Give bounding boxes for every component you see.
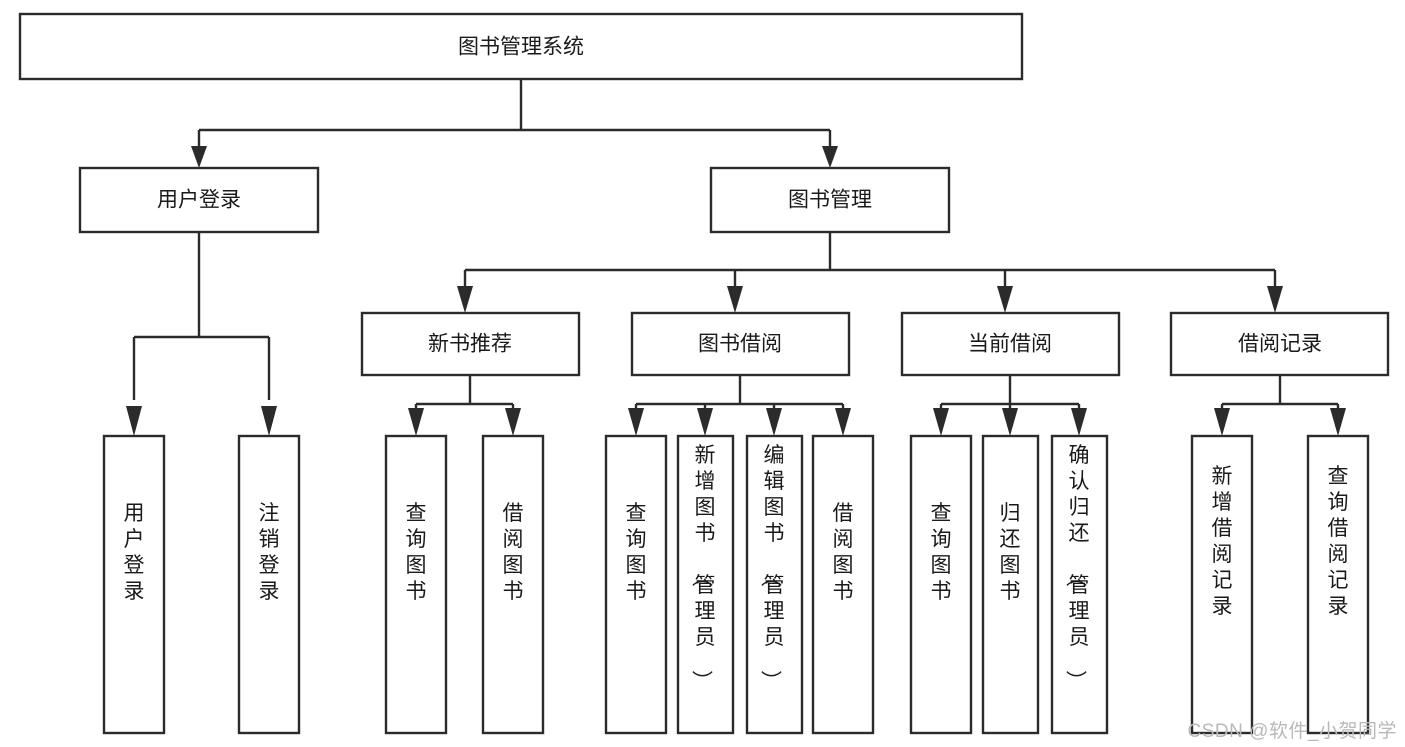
- arrowhead-user-login: [191, 146, 207, 168]
- leaf-current-confirm-return-admin[interactable]: 确认归还（管理员）: [1050, 434, 1109, 735]
- arrowhead-record-leaf-2: [1330, 408, 1346, 436]
- csdn-watermark: CSDN @软件_小贺同学: [1187, 721, 1397, 742]
- node-root-box[interactable]: [18, 12, 1024, 81]
- node-book-borrow-box[interactable]: [630, 311, 851, 377]
- arrowhead-current-leaf-1: [933, 408, 949, 436]
- arrowhead-current-leaf-2: [1002, 408, 1018, 436]
- leaf-current-return-book-box[interactable]: [981, 434, 1040, 735]
- node-book-management-box[interactable]: [709, 166, 951, 234]
- leaf-current-confirm-return-admin-label: 确认归还（管理员）: [1064, 444, 1090, 691]
- arrowhead-borrow-leaf-2: [697, 408, 713, 436]
- leaf-borrow-query-book[interactable]: 查询图书: [604, 434, 668, 735]
- leaf-record-add-record-box[interactable]: [1190, 434, 1254, 735]
- node-user-login-box[interactable]: [78, 166, 320, 234]
- node-root-book-management-system[interactable]: 图书管理系统: [18, 12, 1024, 81]
- leaf-recommend-query-book[interactable]: 查询图书: [384, 434, 448, 735]
- arrowhead-borrow-leaf-4: [835, 408, 851, 436]
- arrowhead-book-borrow: [727, 286, 743, 313]
- leaf-current-return-book[interactable]: 归还图书: [981, 434, 1040, 735]
- leaf-current-return-book-label: 归还图书: [1000, 502, 1021, 603]
- arrowhead-leaf-user-login: [126, 406, 142, 436]
- leaf-logout-label: 注销登录: [259, 502, 280, 603]
- leaf-borrow-add-book-admin[interactable]: 新增图书（管理员）: [676, 434, 735, 735]
- node-user-login[interactable]: 用户登录: [78, 166, 320, 234]
- leaf-borrow-borrow-book-label: 借阅图书: [833, 502, 854, 603]
- leaf-current-query-book[interactable]: 查询图书: [909, 434, 973, 735]
- node-new-book-recommend[interactable]: 新书推荐: [360, 311, 581, 377]
- leaf-user-login-box[interactable]: [102, 434, 166, 735]
- leaf-borrow-add-book-admin-box[interactable]: [676, 434, 735, 735]
- arrowhead-current-borrow: [997, 286, 1013, 313]
- leaf-borrow-edit-book-admin[interactable]: 编辑图书（管理员）: [745, 434, 804, 735]
- leaf-record-add-record[interactable]: 新增借阅记录: [1190, 434, 1254, 735]
- leaf-borrow-add-book-admin-label: 新增图书（管理员）: [690, 444, 716, 691]
- leaf-recommend-query-book-box[interactable]: [384, 434, 448, 735]
- leaf-recommend-query-book-label: 查询图书: [406, 502, 427, 603]
- node-book-borrow-label: 图书借阅: [698, 333, 782, 356]
- node-book-borrow[interactable]: 图书借阅: [630, 311, 851, 377]
- arrowhead-borrow-record: [1267, 286, 1283, 313]
- node-current-borrow-label: 当前借阅: [968, 333, 1052, 356]
- arrowhead-recommend-leaf-2: [505, 408, 521, 436]
- arrowhead-leaf-logout: [261, 406, 277, 436]
- leaf-current-confirm-return-admin-box[interactable]: [1050, 434, 1109, 735]
- leaf-record-query-record-box[interactable]: [1306, 434, 1370, 735]
- node-current-borrow-box[interactable]: [900, 311, 1121, 377]
- leaf-recommend-borrow-book-box[interactable]: [481, 434, 545, 735]
- node-book-management[interactable]: 图书管理: [709, 166, 951, 234]
- leaf-logout-box[interactable]: [237, 434, 301, 735]
- node-borrow-record[interactable]: 借阅记录: [1169, 311, 1390, 377]
- leaf-borrow-query-book-label: 查询图书: [626, 502, 647, 603]
- arrowhead-recommend-leaf-1: [408, 408, 424, 436]
- leaf-recommend-borrow-book[interactable]: 借阅图书: [481, 434, 545, 735]
- node-user-login-label: 用户登录: [157, 189, 241, 212]
- leaf-borrow-borrow-book[interactable]: 借阅图书: [811, 434, 875, 735]
- node-borrow-record-box[interactable]: [1169, 311, 1390, 377]
- arrowhead-book-mgmt: [822, 146, 838, 168]
- leaf-record-add-record-label: 新增借阅记录: [1212, 465, 1233, 618]
- leaf-recommend-borrow-book-label: 借阅图书: [503, 502, 524, 603]
- arrowhead-borrow-leaf-3: [766, 408, 782, 436]
- node-current-borrow[interactable]: 当前借阅: [900, 311, 1121, 377]
- arrowhead-borrow-leaf-1: [628, 408, 644, 436]
- node-borrow-record-label: 借阅记录: [1238, 333, 1322, 356]
- arrowhead-new-book-recommend: [457, 286, 473, 313]
- leaf-borrow-query-book-box[interactable]: [604, 434, 668, 735]
- leaf-borrow-borrow-book-box[interactable]: [811, 434, 875, 735]
- node-root-label: 图书管理系统: [458, 36, 584, 59]
- node-new-book-recommend-label: 新书推荐: [428, 333, 512, 356]
- node-new-book-recommend-box[interactable]: [360, 311, 581, 377]
- arrowhead-current-leaf-3: [1071, 408, 1087, 436]
- leaf-logout[interactable]: 注销登录: [237, 434, 301, 735]
- leaf-record-query-record-label: 查询借阅记录: [1328, 465, 1349, 618]
- connector-layer: [126, 79, 1346, 436]
- node-book-management-label: 图书管理: [788, 189, 872, 212]
- leaf-record-query-record[interactable]: 查询借阅记录: [1306, 434, 1370, 735]
- leaf-current-query-book-box[interactable]: [909, 434, 973, 735]
- leaf-current-query-book-label: 查询图书: [931, 502, 952, 603]
- leaf-borrow-edit-book-admin-box[interactable]: [745, 434, 804, 735]
- leaf-borrow-edit-book-admin-label: 编辑图书（管理员）: [759, 444, 785, 691]
- arrowhead-record-leaf-1: [1214, 408, 1230, 436]
- leaf-user-login-label: 用户登录: [124, 502, 145, 603]
- leaf-user-login[interactable]: 用户登录: [102, 434, 166, 735]
